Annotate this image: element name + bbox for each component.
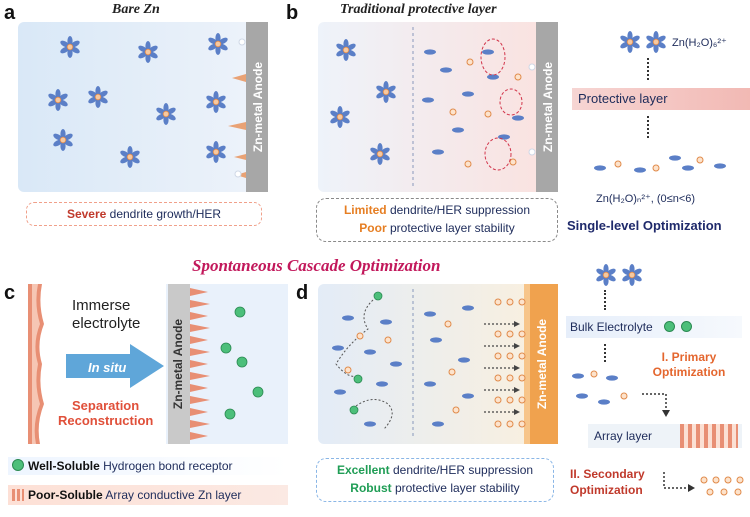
panel-c-reconstruction: Reconstruction <box>58 413 154 428</box>
panel-b-flow-pills <box>594 155 726 173</box>
center-title: Spontaneous Cascade Optimization <box>192 256 441 275</box>
panel-b-title: Traditional protective layer <box>340 2 497 17</box>
legend-well-soluble: Well-Soluble Hydrogen bond receptor <box>8 457 288 475</box>
panel-a-title: Bare Zn <box>112 2 160 17</box>
panel-a-caption: Severe dendrite growth/HER <box>26 202 262 226</box>
panel-c-diagram: In situ Zn-metal Anode <box>18 284 288 444</box>
green-dot-icon <box>681 321 693 332</box>
green-dot-icon <box>664 321 676 332</box>
panel-a-label: a <box>4 2 16 24</box>
panel-b-flow-top: Zn(H₂O)₆²⁺ <box>672 37 727 49</box>
panel-b-caption2-highlight: Poor <box>359 221 387 235</box>
panel-a-diagram: Zn-metal Anode <box>18 22 268 192</box>
panel-c-label: c <box>4 282 16 304</box>
panel-b-caption: Limited dendrite/HER suppression Poor pr… <box>316 198 558 242</box>
panel-c-separation: Separation <box>72 398 140 413</box>
panel-d-caption: Excellent dendrite/HER suppression Robus… <box>316 458 554 502</box>
panel-d-flow-box2-label: Array layer <box>594 429 653 443</box>
panel-d-flow-clusters <box>594 263 644 287</box>
panel-d-flow-pills <box>572 370 628 405</box>
arrow-down-icon <box>604 344 606 362</box>
panel-d-caption1-highlight: Excellent <box>336 463 390 477</box>
panel-c-anode-label: Zn-metal Anode <box>171 319 185 410</box>
panel-d-caption2-text: protective layer stability <box>391 481 520 495</box>
panel-d-flow-primary: I. Primary Optimization <box>652 350 726 379</box>
panel-d-flow-secondary: II. Secondary Optimization <box>570 467 645 497</box>
legend1-highlight: Well-Soluble <box>28 459 100 473</box>
panel-a-caption-highlight: Severe <box>66 207 107 221</box>
panel-b-caption2-text: protective layer stability <box>386 221 515 235</box>
green-dot-icon <box>12 459 24 471</box>
panel-a-caption-text: dendrite growth/HER <box>106 207 222 221</box>
arrow-down-icon <box>604 290 606 310</box>
panel-b-diagram: Zn-metal Anode <box>318 22 558 192</box>
panel-b-anode-label: Zn-metal Anode <box>541 62 555 153</box>
panel-d-flow-arrow <box>642 393 670 417</box>
panel-c-immerse: Immerse electrolyte <box>72 297 141 332</box>
legend-poor-soluble: Poor-Soluble Array conductive Zn layer <box>8 485 288 505</box>
panel-b-label: b <box>286 2 299 24</box>
panel-d-flow-box1-label: Bulk Electrolyte <box>570 320 653 334</box>
panel-b-flow-clusters <box>618 30 668 54</box>
legend2-highlight: Poor-Soluble <box>28 488 103 502</box>
array-layer-icon <box>680 424 738 448</box>
panel-b-caption1-highlight: Limited <box>343 203 387 217</box>
legend2-text: Array conductive Zn layer <box>102 488 242 502</box>
arrow-down-icon <box>647 116 649 138</box>
panel-d-caption1-text: dendrite/HER suppression <box>389 463 534 477</box>
panel-d-anode-label: Zn-metal Anode <box>535 319 549 410</box>
panel-b-caption1-text: dendrite/HER suppression <box>386 203 531 217</box>
panel-d-flow-box1: Bulk Electrolyte <box>566 316 742 338</box>
legend1-text: Hydrogen bond receptor <box>99 459 233 473</box>
array-layer-icon <box>12 489 24 501</box>
panel-d-label: d <box>296 282 309 304</box>
panel-a-anode-label: Zn-metal Anode <box>251 62 265 153</box>
panel-b-flow-bottom: Zn(H₂O)ₙ²⁺, (0≤n<6) <box>596 193 696 205</box>
panel-d-diagram: Zn-metal Anode <box>318 284 558 444</box>
panel-d-flow-zn-arrow <box>663 472 744 496</box>
panel-b-flow-box: Protective layer <box>572 88 750 110</box>
panel-d-caption2-highlight: Robust <box>350 481 392 495</box>
panel-b-flow-result: Single-level Optimization <box>567 218 722 233</box>
arrow-down-icon <box>647 58 649 80</box>
panel-c-insitu-label: In situ <box>88 360 126 375</box>
